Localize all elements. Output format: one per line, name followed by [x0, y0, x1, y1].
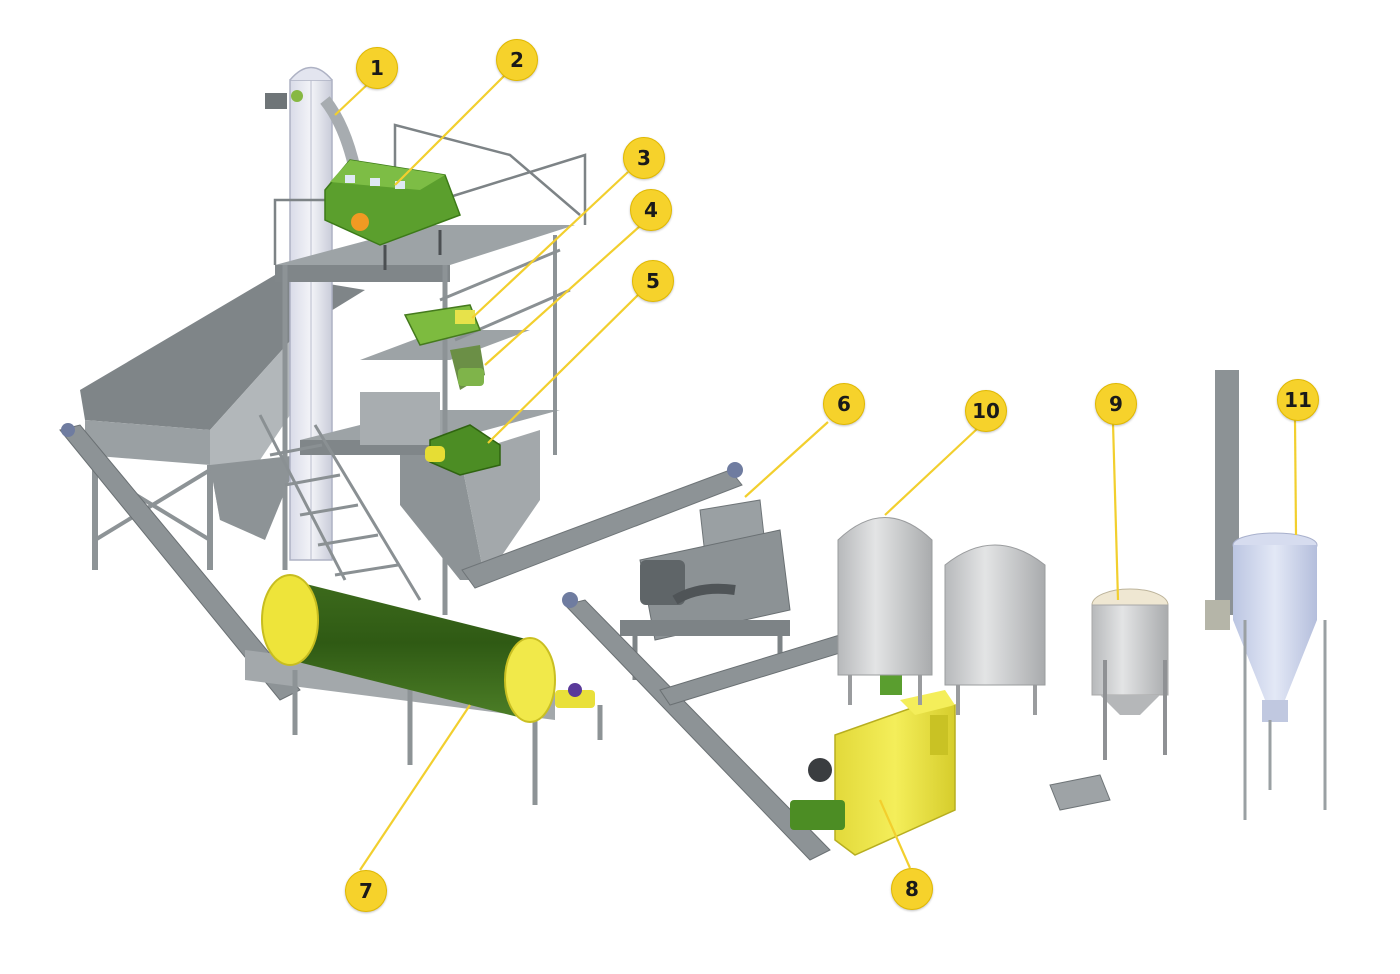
crusher	[425, 424, 501, 476]
leader-2	[394, 74, 506, 186]
callout-5: 5	[632, 260, 674, 302]
callout-9: 9	[1095, 383, 1137, 425]
cyclone	[1205, 370, 1327, 820]
cleaning-sieve	[324, 159, 461, 270]
callout-6: 6	[823, 383, 865, 425]
feed-conveyor-left	[59, 423, 301, 701]
magnetic-separator	[403, 304, 482, 346]
steel-platform	[258, 123, 587, 615]
leader-3	[471, 171, 629, 319]
leader-5	[487, 292, 641, 444]
callout-2: 2	[496, 39, 538, 81]
callout-4: 4	[630, 189, 672, 231]
callout-11: 11	[1277, 379, 1319, 421]
extruder	[620, 499, 791, 680]
bucket-elevator	[265, 66, 361, 561]
pump-unit	[1049, 774, 1111, 811]
leader-lines	[334, 74, 1298, 871]
callout-8: 8	[891, 868, 933, 910]
leader-10	[884, 427, 979, 516]
screw-conveyor-upper	[461, 462, 743, 589]
feed-hopper	[450, 345, 485, 390]
callout-3: 3	[623, 137, 665, 179]
leader-1	[334, 81, 371, 116]
leader-7	[359, 704, 471, 871]
callout-1: 1	[356, 47, 398, 89]
callout-10: 10	[965, 390, 1007, 432]
callout-7: 7	[345, 870, 387, 912]
filter-tank	[1091, 588, 1169, 760]
leader-6	[744, 421, 829, 498]
leader-11	[1293, 419, 1298, 536]
leader-8	[878, 799, 912, 869]
leader-4	[484, 225, 641, 366]
rotary-drum	[245, 574, 603, 805]
leader-9	[1111, 422, 1120, 601]
storage-tanks	[837, 517, 1046, 715]
